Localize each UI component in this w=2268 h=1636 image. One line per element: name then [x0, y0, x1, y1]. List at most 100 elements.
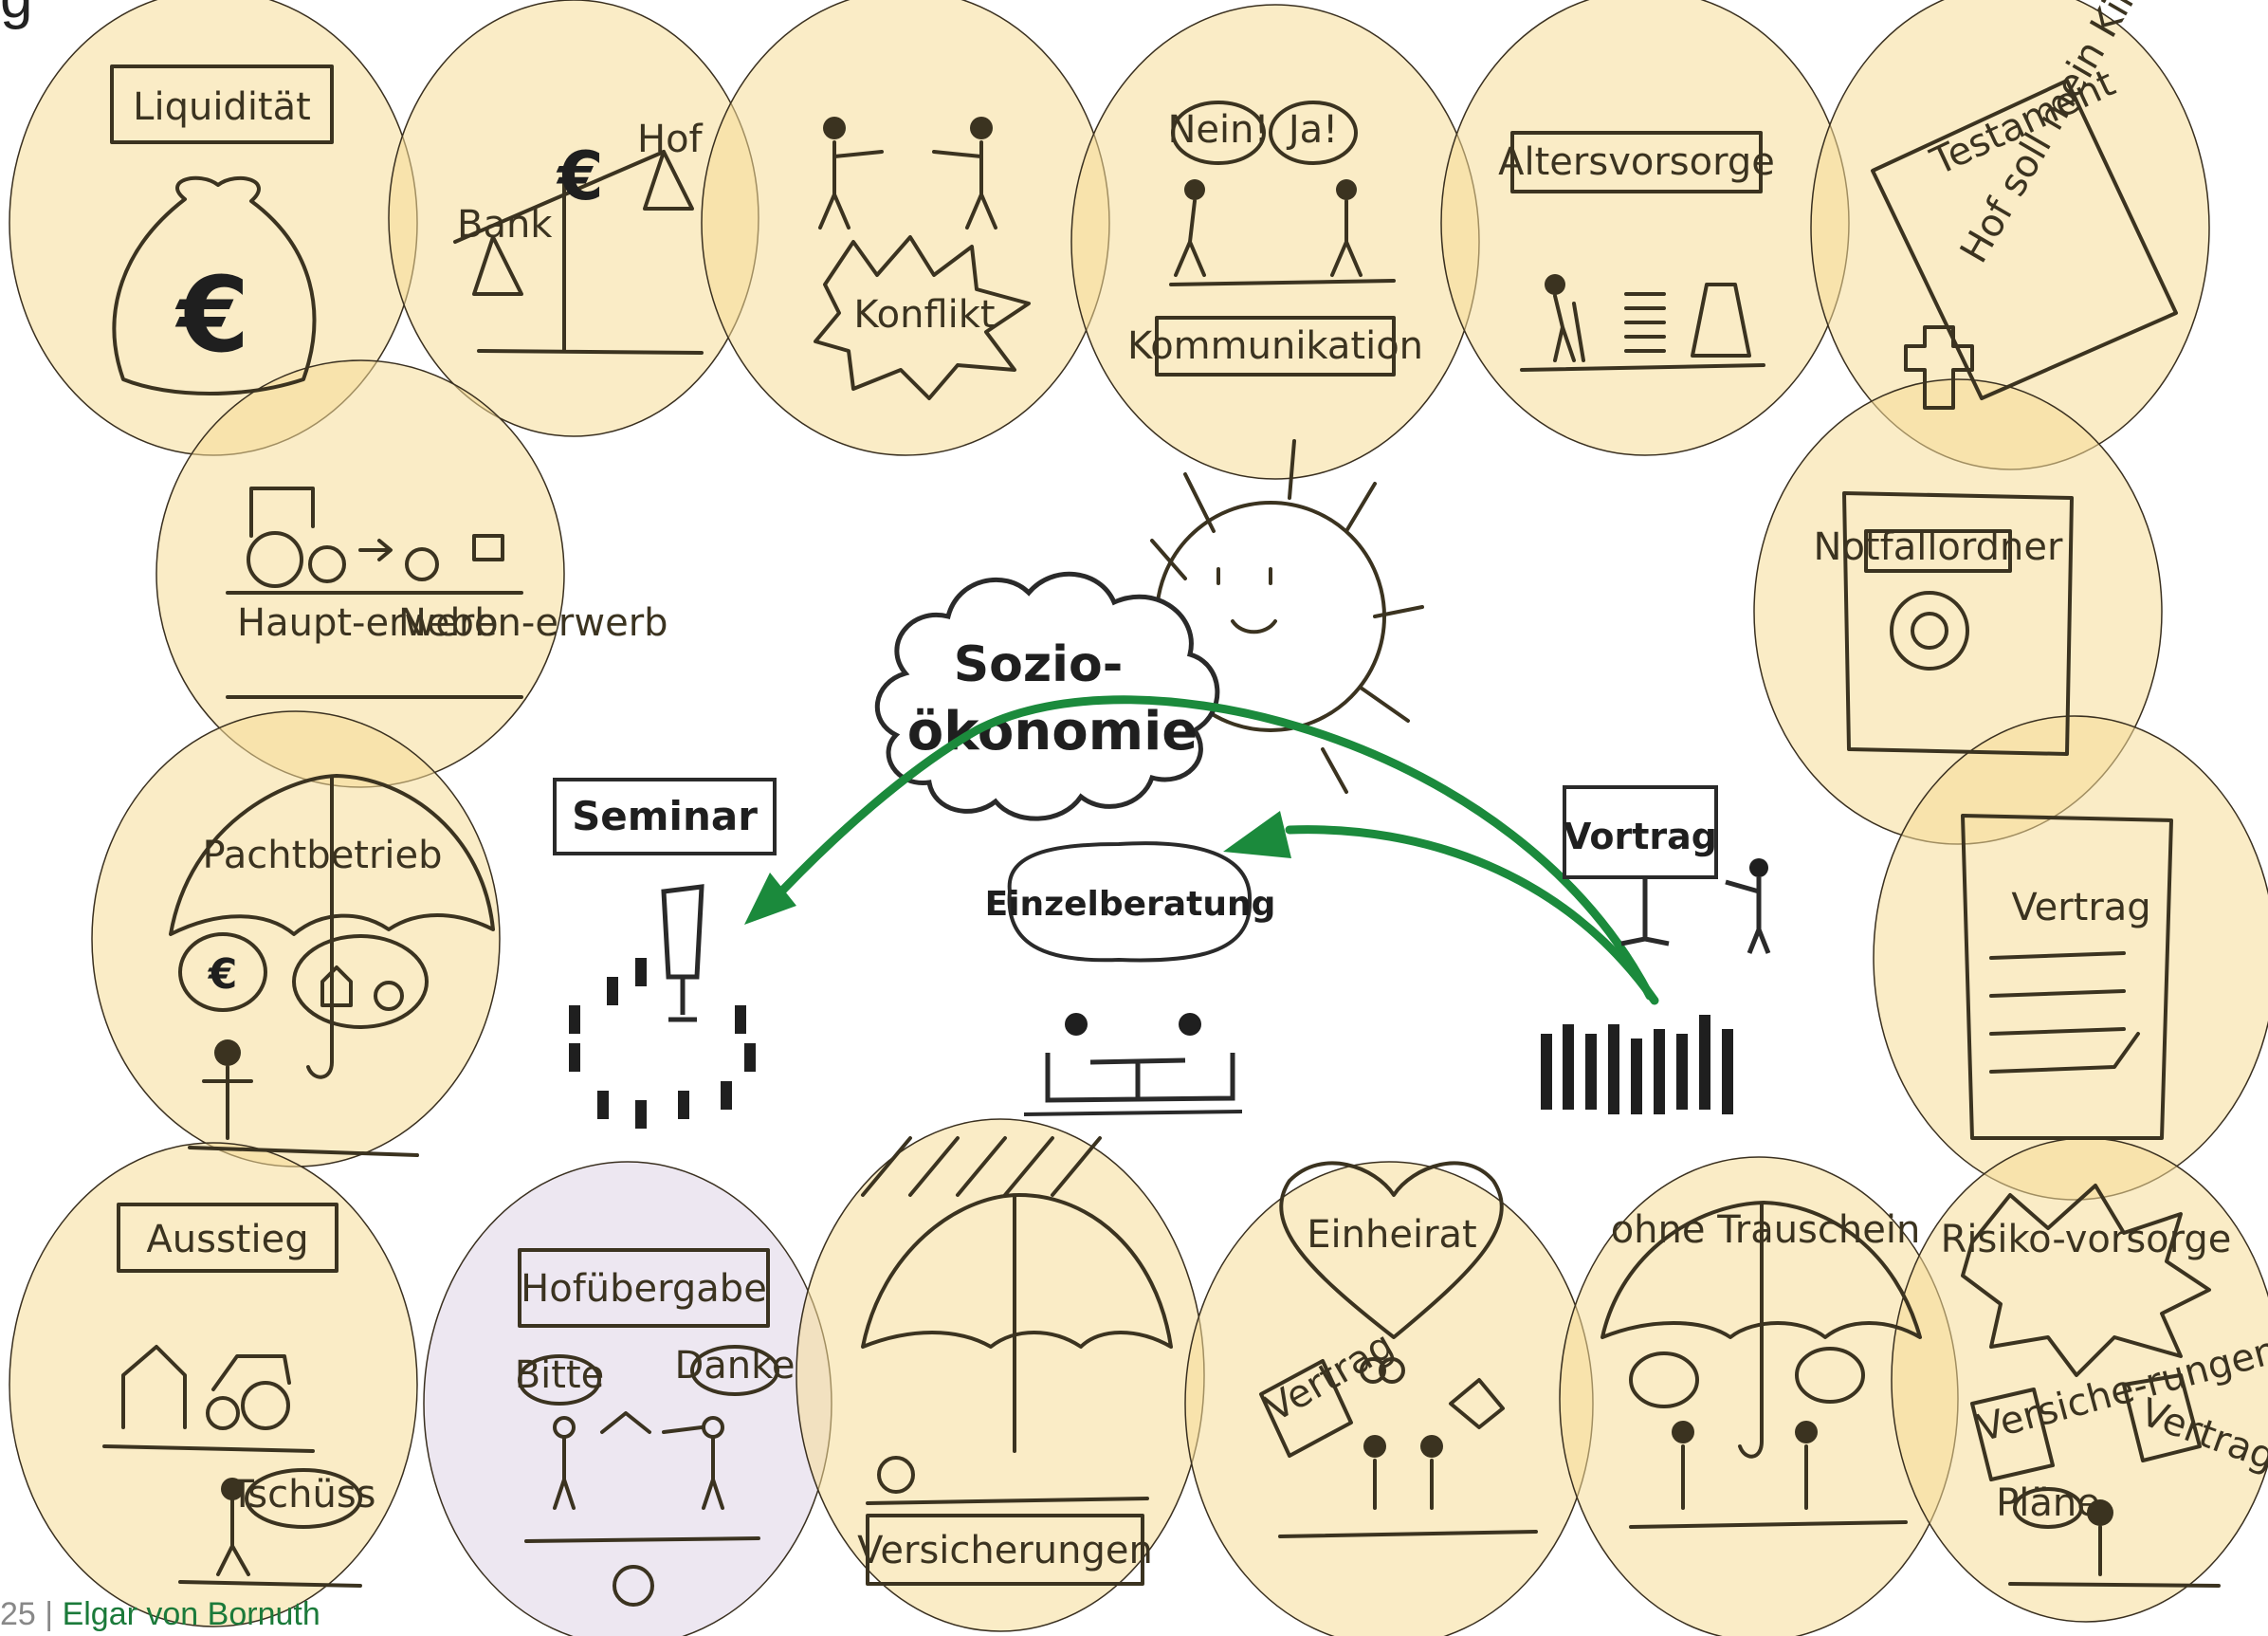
label-box [553, 778, 777, 855]
person-icon [1363, 1435, 1386, 1458]
topic-versicherungen: Versicherungen [857, 1136, 1173, 1586]
stand-icon [1620, 877, 1670, 947]
house-icon [320, 965, 353, 1007]
person-icon [214, 1039, 241, 1066]
meeting-table-icon [1045, 1053, 1235, 1103]
label-nebenerwerb: Neben-erwerb [398, 601, 668, 645]
label-risikovorsorge: Risiko-vorsorge [1941, 1218, 2232, 1261]
circle-altersvorsorge [1440, 0, 1850, 456]
footer-author: Elgar von Bornuth [62, 1596, 320, 1632]
label-nein: Nein! [1167, 108, 1269, 152]
label-ja: Ja! [1286, 108, 1338, 152]
circle-vertrag [1873, 715, 2268, 1201]
person-icon [1179, 1013, 1201, 1036]
topic-altersvorsorge: Altersvorsorge [1498, 131, 1775, 372]
umbrella-icon [861, 1193, 1173, 1349]
label-einheirat: Einheirat [1307, 1213, 1476, 1257]
pen-icon [1989, 1032, 2140, 1074]
label-notfallordner: Notfallordner [1814, 525, 2063, 569]
label-liquiditaet: Liquidität [133, 85, 311, 129]
person-body [702, 1435, 724, 1510]
label-vertrag: Vertrag [2011, 886, 2150, 929]
label-box [1510, 131, 1763, 193]
thought-bubble [292, 934, 429, 1029]
tractor-small-icon [405, 547, 439, 581]
umbrella-handle [1738, 1203, 1764, 1459]
person-icon [221, 1478, 244, 1500]
lifebuoy-icon [1890, 591, 1969, 671]
briefcase-icon [472, 534, 504, 561]
person-icon [2087, 1499, 2113, 1526]
ground-line [866, 1497, 1149, 1505]
conflict-burst [814, 235, 1031, 400]
center-sozio: Sozio- [954, 636, 1124, 693]
ground-line [524, 1536, 760, 1543]
speech-bubble [690, 1345, 779, 1396]
center-oekonomie: ökonomie [907, 701, 1198, 763]
label-box [1155, 316, 1396, 377]
ground-line [1629, 1520, 1908, 1529]
label-einzelberatung: Einzelberatung [985, 885, 1276, 924]
person-icon [1336, 179, 1357, 200]
label-box [110, 64, 334, 144]
sun-rays [1150, 439, 1424, 794]
label-bank: Bank [457, 203, 553, 247]
label-seminar: Seminar [572, 793, 758, 839]
topic-pachtbetrieb: Pachtbetrieb € [169, 774, 495, 1157]
person-icon [1672, 1421, 1694, 1443]
euro-icon: € [174, 254, 250, 376]
money-bag-icon [1691, 283, 1751, 358]
tractor-wheel [247, 531, 303, 588]
topic-circles [9, 0, 2268, 1636]
label-box [866, 1514, 1144, 1586]
header-fragment: g [0, 0, 32, 31]
label-box [117, 1203, 338, 1273]
person-icon [1065, 1013, 1088, 1036]
umbrella-handle [306, 776, 334, 1079]
arrowhead-seminar [744, 873, 796, 925]
topic-erwerb: Haupt-erwerb Neben-erwerb [226, 487, 668, 699]
format-seminar: Seminar [553, 778, 777, 1129]
contract-lines [1989, 951, 2126, 1036]
topic-bank-hof: € Bank Hof [453, 118, 704, 355]
euro-icon: € [556, 138, 604, 215]
label-hofuebergabe: Hofübergabe [521, 1267, 767, 1311]
speech-bubble [1007, 841, 1253, 963]
tractor-cab [211, 1354, 291, 1391]
binder-icon [1842, 491, 2074, 756]
arrowhead-einzelberatung [1223, 811, 1291, 858]
tractor-cab [249, 487, 315, 538]
topic-konflikt: Konflikt [814, 117, 1031, 400]
center-sozio-oekonomie: Sozio- ökonomie [874, 439, 1424, 821]
label-hof: Hof [637, 118, 704, 161]
footer: 25 | Elgar von Bornuth [0, 1596, 320, 1633]
ground-line [178, 1580, 362, 1588]
topic-notfallordner: Notfallordner [1814, 491, 2074, 756]
label-ausstieg: Ausstieg [146, 1218, 308, 1261]
label-bitte: Bitte [515, 1353, 605, 1397]
label-konflikt: Konflikt [853, 293, 995, 337]
ground-line [102, 1444, 315, 1453]
ground-line [188, 1146, 419, 1157]
presenter-body [1725, 877, 1771, 954]
scale-pans [472, 150, 694, 296]
label-kommunikation: Kommunikation [1127, 324, 1423, 368]
tractor-icon [374, 981, 404, 1011]
label-box [1864, 529, 2012, 573]
umbrella-icon [1600, 1201, 1922, 1339]
label-vortrag: Vortrag [1564, 816, 1717, 857]
label-ohne-trauschein: ohne Trauschein [1611, 1208, 1921, 1252]
document-icon [1970, 1388, 2055, 1481]
topic-ohne-trauschein: ohne Trauschein [1600, 1201, 1922, 1529]
speech-bubble [2013, 1487, 2083, 1529]
circle-hofuebergabe [423, 1161, 832, 1636]
person-icon [823, 117, 846, 139]
speech-bubble [1171, 101, 1266, 165]
label-plaene: Pläne [1996, 1481, 2100, 1525]
euro-coin-icon [613, 1565, 654, 1607]
label-pachtbetrieb: Pachtbetrieb [202, 834, 442, 877]
footer-page: 25 [0, 1596, 36, 1632]
label-box [1563, 785, 1718, 879]
farm-icon [600, 1411, 704, 1434]
circle-kommunikation [1070, 4, 1480, 480]
